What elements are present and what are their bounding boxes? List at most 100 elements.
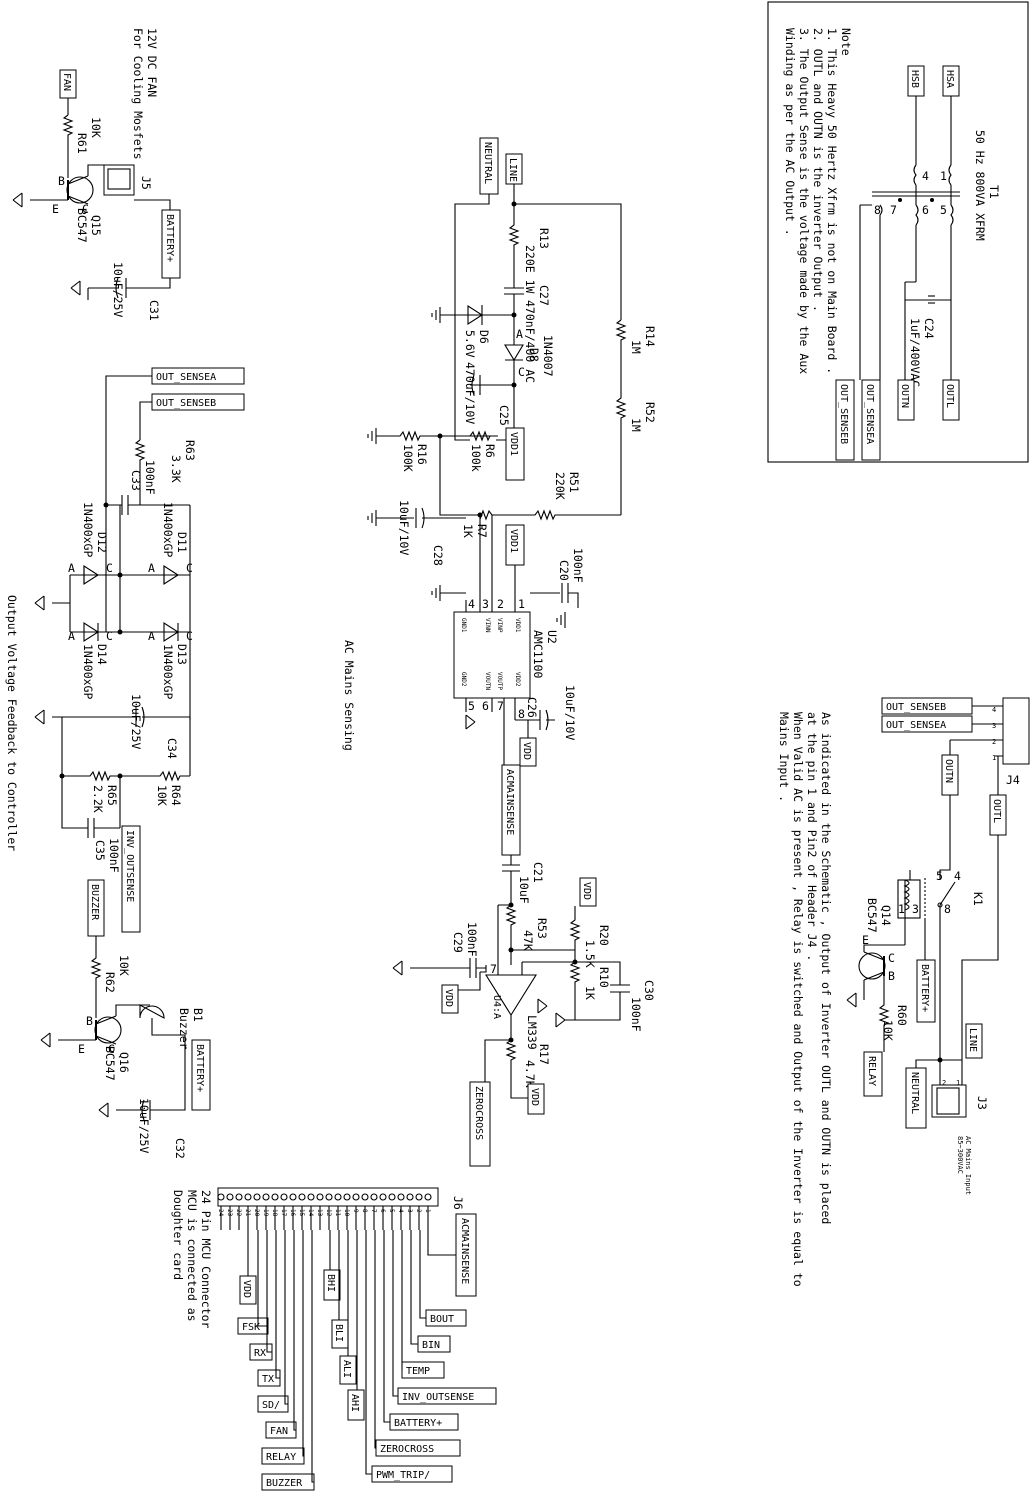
battery-label-k1: BATTERY+	[919, 964, 930, 1012]
battery-label: BATTERY+	[164, 214, 175, 262]
j6-pin	[217, 1193, 225, 1201]
u4-part: LM339	[525, 1015, 539, 1050]
hsa-label: HSA	[944, 70, 955, 88]
d13-val: 1N400xGP	[161, 644, 175, 699]
j6-pin-num: 12	[325, 1209, 332, 1217]
r53-val: 47K	[521, 930, 535, 951]
j4-pin: 1	[992, 754, 996, 762]
zerocross-label: ZEROCROSS	[473, 1086, 484, 1140]
j6-pin-num: 24	[217, 1209, 224, 1217]
d6-ref: D6	[477, 330, 491, 344]
relay-section: As indicated in the Schematic , Output o…	[777, 697, 1030, 1287]
outl-net	[942, 379, 960, 421]
primary-coil	[913, 164, 952, 186]
bout-label: BOUT	[430, 1314, 454, 1325]
battery-net-bz	[191, 1039, 211, 1111]
vdd-net-4	[527, 1083, 545, 1115]
t1-pin: 5	[940, 203, 947, 217]
desc-line: at the pin 1 and Pin2 of Header J4 .	[805, 712, 819, 961]
r51-resistor	[492, 509, 621, 521]
r6-ref: R6	[483, 444, 497, 458]
r64-val: 10K	[155, 785, 169, 806]
j6-pin-num: 2	[415, 1209, 422, 1213]
k1-pin: 8	[944, 902, 951, 916]
battery-label-j6: BATTERY+	[394, 1418, 442, 1429]
d11-pin: C	[186, 561, 193, 575]
r10-ref: R10	[597, 967, 611, 988]
j4-connector	[1002, 697, 1030, 765]
ahi-label: AHI	[349, 1394, 360, 1412]
c24-ref: C24	[922, 318, 936, 339]
fan-subtitle: For Cooling Mosfets	[131, 28, 145, 160]
d8-anode: A	[516, 327, 523, 341]
vdd-label-j6: VDD	[241, 1280, 252, 1298]
r7-ref: R7	[475, 524, 489, 538]
ground-symbol	[846, 992, 857, 1008]
d12-ref: D12	[95, 532, 109, 553]
u4-pin-num: 7	[490, 962, 497, 976]
j6-pin	[388, 1193, 396, 1201]
j6-pin-num: 17	[280, 1209, 287, 1217]
u2-part: AMC1100	[531, 630, 545, 679]
inv-outsense-net	[121, 825, 141, 933]
u2-pin-num: 5	[468, 699, 475, 713]
note-text: Note 1. This Heavy 50 Hertz Xfrm is not …	[783, 28, 853, 374]
j6-pin	[262, 1193, 270, 1201]
r17-ref: R17	[537, 1044, 551, 1065]
c28-ref: C28	[431, 545, 445, 566]
r10-val: 1K	[583, 986, 597, 1000]
r64-resistor	[140, 770, 190, 782]
c20-ref: C20	[557, 560, 571, 581]
vdd-net-2	[579, 877, 597, 907]
r20-r10-resistors	[569, 906, 581, 1020]
fan-label-j6: FAN	[270, 1426, 288, 1437]
vdd1-net	[505, 427, 525, 481]
j5-ref: J5	[139, 176, 153, 190]
r14-ref: R14	[643, 326, 657, 347]
r63-ref: R63	[183, 440, 197, 461]
c33-ref: C33	[129, 470, 143, 491]
fan-section: 12V DC FAN For Cooling Mosfets FAN 10K R…	[12, 28, 181, 321]
j6-pin-num: 21	[244, 1209, 251, 1217]
d11-ref: D11	[175, 532, 189, 553]
ground-symbol	[12, 192, 23, 208]
t1-pin: 1	[940, 169, 947, 183]
ali-label: ALI	[341, 1360, 352, 1378]
r16-ref: R16	[415, 444, 429, 465]
q16-transistor	[94, 1016, 122, 1044]
t1-pin: 4	[922, 169, 929, 183]
u2-pin-num: 6	[482, 699, 489, 713]
buzzer-label: BUZZER	[89, 884, 100, 921]
c27-ref: C27	[537, 285, 551, 306]
q14-pin-b: B	[888, 969, 895, 983]
j6-subtitle: Doughter card	[171, 1190, 185, 1280]
mcu-connector-section: J6 24 Pin MCU Connector MCU is connected…	[171, 1187, 497, 1491]
q16-pin-b: B	[86, 1014, 93, 1028]
q15-part: BC547	[75, 208, 89, 243]
c30-ref: C30	[642, 980, 656, 1001]
d13-pin: C	[186, 629, 193, 643]
j6-pin-num: 23	[226, 1209, 233, 1217]
j6-pin	[316, 1193, 324, 1201]
outl-label: OUTL	[944, 384, 955, 408]
r6-val: 100k	[469, 444, 483, 472]
sensea-net	[861, 379, 881, 461]
r17-val: 4.7K	[523, 1060, 537, 1088]
j6-pin	[406, 1193, 414, 1201]
rx-label: RX	[254, 1348, 266, 1359]
j6-pin-num: 6	[379, 1209, 386, 1213]
r62-ref: R62	[103, 972, 117, 993]
b1-ref: B1	[191, 1008, 205, 1022]
q14-ref: Q14	[879, 905, 893, 926]
u2-pin-name: GND2	[460, 672, 467, 687]
battery-net-k1	[916, 959, 936, 1023]
acmainsense-label: ACMAINSENSE	[504, 769, 515, 835]
c34-val: 10uF/25V	[129, 694, 143, 749]
q15-transistor	[66, 176, 94, 204]
j6-pin	[226, 1193, 234, 1201]
j6-pin	[352, 1193, 360, 1201]
temp-label: TEMP	[406, 1366, 430, 1377]
j6-pin-num: 9	[352, 1209, 359, 1213]
mains-sensing-title: AC Mains Sensing	[342, 640, 356, 751]
